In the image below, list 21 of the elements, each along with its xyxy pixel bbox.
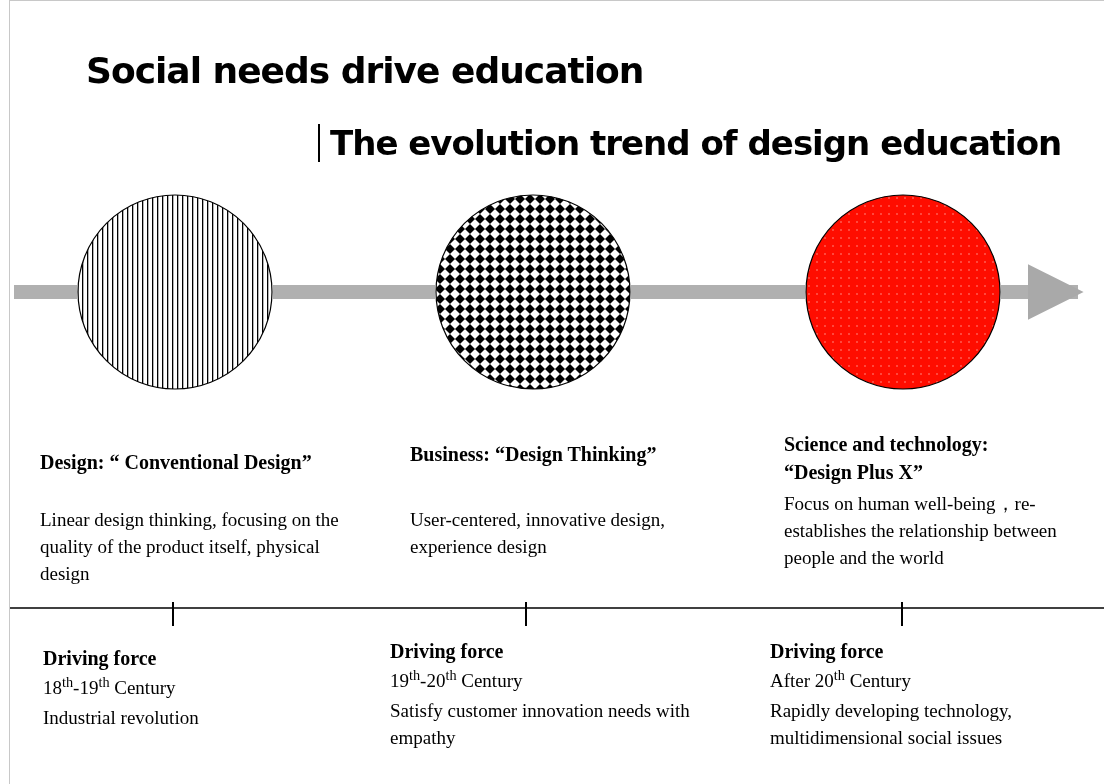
heading-text: Driving force <box>770 639 885 665</box>
subtitle: The evolution trend of design education <box>330 122 1063 164</box>
description-text: Focus on human well-being，re-establishes the relationship between people and the world <box>784 492 1058 570</box>
description-text: 18$^{th}$-19$^{th}$ Century <box>43 674 177 700</box>
title: Social needs drive education <box>86 49 644 93</box>
description-text: Satisfy customer innovation needs with empathy <box>390 699 691 750</box>
heading-text: Business: “Design Thinking” <box>410 442 658 468</box>
description-text: 19$^{th}$-20$^{th}$ Century <box>390 667 524 693</box>
circle <box>805 194 1001 390</box>
description-text: After 20$^{th}$ Century <box>770 667 912 693</box>
description-text: User-centered, innovative design, experience design <box>410 508 666 559</box>
circle <box>435 194 631 390</box>
heading-text: Design: “ Conventional Design” <box>40 450 313 476</box>
heading-text: Science and technology: “Design Plus X” <box>784 432 990 486</box>
heading-text: Driving force <box>43 646 158 672</box>
description-text: Rapidly developing technology, multidimensional social issues <box>770 699 1014 750</box>
timeline-arrow <box>1001 264 1084 320</box>
heading-text: Driving force <box>390 639 505 665</box>
description-text: Linear design thinking, focusing on the quality of the product itself, physical design <box>40 508 340 586</box>
description-text: Industrial revolution <box>43 706 200 730</box>
circle <box>77 194 273 390</box>
